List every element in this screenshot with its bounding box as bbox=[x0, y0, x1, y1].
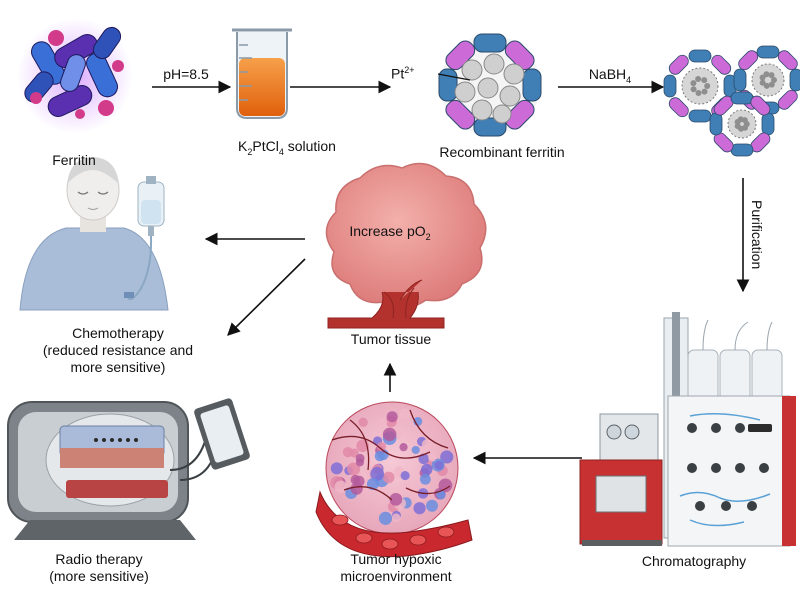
ph-label: pH=8.5 bbox=[163, 66, 209, 82]
tumor-tissue-label: Tumor tissue bbox=[350, 331, 432, 347]
chemotherapy-label: Chemotherapy (reduced resistance and mor… bbox=[28, 325, 208, 376]
recombinant-ferritin-icon bbox=[438, 33, 542, 137]
hypoxic-tissue-icon bbox=[315, 401, 473, 558]
hypoxic-subtitle: microenvironment bbox=[340, 568, 452, 584]
chemotherapy-title: Chemotherapy bbox=[72, 325, 164, 341]
hypoxic-title: Tumor hypoxic bbox=[350, 551, 442, 567]
recombinant-ferritin-label: Recombinant ferritin bbox=[439, 144, 565, 160]
ferritin-protein-icon bbox=[17, 18, 133, 134]
chemotherapy-note-2: more sensitive) bbox=[70, 359, 166, 375]
chromatography-instrument-icon bbox=[579, 312, 796, 547]
nabh4-label: NaBH4 bbox=[588, 66, 632, 85]
ferritin-label: Ferritin bbox=[52, 152, 96, 168]
radiotherapy-title: Radio therapy bbox=[55, 551, 143, 567]
radiotherapy-label: Radio therapy (more sensitive) bbox=[34, 551, 164, 585]
purification-label: Purification bbox=[749, 200, 765, 269]
pt-pointer-line bbox=[437, 73, 471, 81]
radiotherapy-machine-icon bbox=[7, 398, 250, 540]
arrow-tumor-to-radio bbox=[227, 258, 306, 336]
chemotherapy-note-1: (reduced resistance and bbox=[42, 342, 194, 358]
k2ptcl4-solution-label: K2PtCl4 solution bbox=[238, 138, 336, 157]
beaker-icon bbox=[232, 28, 292, 119]
pt2-label: Pt2+ bbox=[391, 65, 415, 82]
radiotherapy-note: (more sensitive) bbox=[49, 568, 149, 584]
patient-iv-icon bbox=[19, 157, 169, 311]
pt-nanoparticle-icon bbox=[663, 45, 800, 157]
hypoxic-label: Tumor hypoxic microenvironment bbox=[326, 551, 466, 585]
chromatography-label: Chromatography bbox=[641, 553, 747, 569]
tumor-icon bbox=[325, 162, 487, 329]
increase-po2-label: Increase pO2 bbox=[349, 223, 430, 242]
